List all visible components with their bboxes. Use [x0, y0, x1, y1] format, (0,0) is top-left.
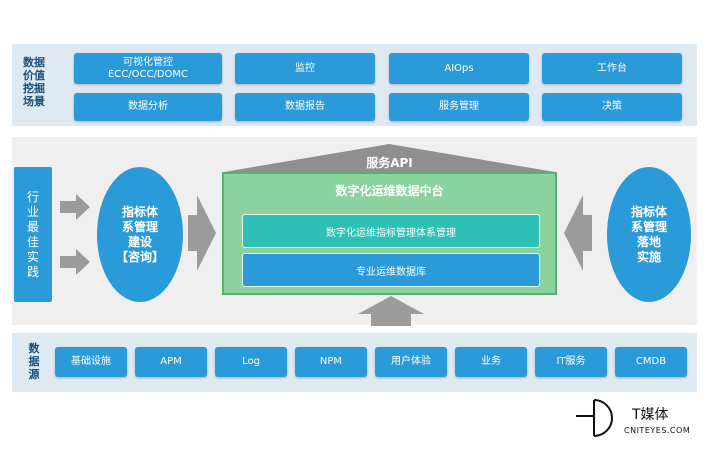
top-box-data-report: 数据报告 [235, 93, 375, 121]
top-box-aiops: AIOps [389, 53, 529, 84]
watermark-url: CNITEYES.COM [624, 426, 691, 435]
data-platform-title: 数字化运维数据中台 [335, 184, 444, 198]
watermark-logo-icon [576, 399, 613, 437]
indicator-system-implementation-ellipse: 指标体 系管理 落地 实施 [607, 167, 691, 302]
top-box-data-analysis: 数据分析 [74, 93, 222, 121]
source-npm: NPM [295, 347, 367, 377]
professional-ops-database-box: 专业运维数据库 [242, 253, 540, 287]
source-it-service: IT服务 [535, 347, 607, 377]
data-value-scenarios-label: 数据 价值 挖掘 场景 [23, 56, 45, 108]
top-box-service-management: 服务管理 [389, 93, 529, 121]
top-box-visual-control: 可视化管控 ECC/OCC/DOMC [74, 53, 222, 84]
source-apm: APM [135, 347, 207, 377]
top-box-monitoring: 监控 [235, 53, 375, 84]
indicator-management-box: 数字化运维指标管理体系管理 [242, 214, 540, 248]
source-infrastructure: 基础设施 [55, 347, 127, 377]
watermark-title: T媒体 [632, 407, 669, 423]
source-cmdb: CMDB [615, 347, 687, 377]
indicator-system-consulting-ellipse: 指标体 系管理 建设 【咨询】 [97, 167, 183, 302]
data-source-label: 数 据 源 [28, 342, 40, 381]
top-box-workbench: 工作台 [542, 53, 682, 84]
source-user-experience: 用户体验 [375, 347, 447, 377]
source-business: 业务 [455, 347, 527, 377]
digital-ops-data-platform: 数字化运维数据中台 数字化运维指标管理体系管理 专业运维数据库 [222, 172, 557, 295]
industry-best-practice-label: 行 业 最 佳 实 践 [14, 167, 52, 302]
top-box-decision: 决策 [542, 93, 682, 121]
source-log: Log [215, 347, 287, 377]
service-api-label: 服务API [366, 156, 413, 170]
